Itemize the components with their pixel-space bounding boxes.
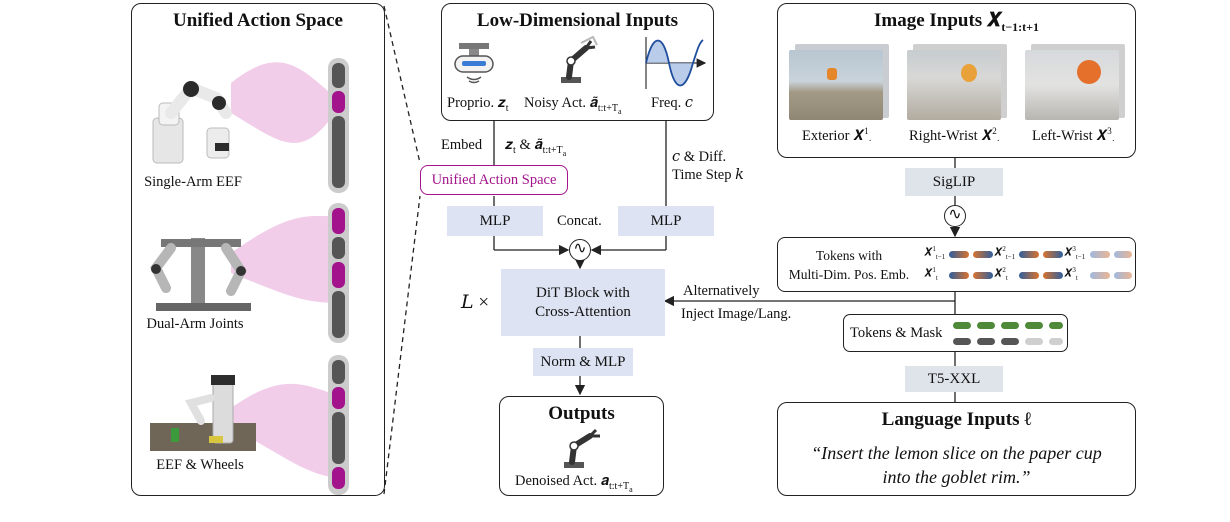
single-arm-robot-image — [152, 80, 232, 164]
panel-title: Unified Action Space — [173, 10, 343, 31]
panel-title: Low-Dimensional Inputs — [476, 10, 679, 31]
robot-arm-icon — [561, 35, 598, 83]
single-arm-label: Single-Arm EEF — [144, 174, 242, 190]
unified-action-graphics — [150, 58, 349, 495]
exterior-label: Exterior 𝑿1· — [802, 126, 872, 146]
eef-wheels-robot-image — [150, 375, 256, 451]
sine-wave-icon — [645, 37, 707, 89]
token-label-r2-3: 𝑿3t — [1064, 266, 1078, 282]
token-label-r2-1: 𝑿1t — [924, 266, 938, 282]
denoised-action-label: Denoised Act. 𝒂t:t+Ta — [515, 473, 633, 494]
l-times-label: 𝐿 × — [461, 292, 490, 313]
inject-label: Inject Image/Lang. — [681, 306, 792, 322]
embed-label: Embed — [441, 137, 483, 153]
dual-arm-label: Dual-Arm Joints — [146, 316, 244, 332]
outputs-panel: Outputs — [499, 396, 664, 496]
right-wrist-label: Right-Wrist 𝑿2· — [909, 126, 1000, 146]
instruction-text: “Insert the lemon slice on the paper cup… — [811, 443, 1102, 487]
concat-sum-icon: ∿ — [569, 239, 591, 261]
tokens-mask-label: Tokens & Mask — [850, 325, 943, 341]
unified-action-space-box: Unified Action Space — [420, 165, 568, 195]
c-diff-label: 𝑐 & Diff. Time Step 𝑘 — [672, 149, 744, 183]
language-inputs-panel: Language Inputs ℓ “Insert the lemon slic… — [777, 402, 1136, 496]
low-dim-icons — [454, 35, 707, 89]
token-label-r1-1: 𝑿1t−1 — [924, 245, 946, 261]
left-wrist-label: Left-Wrist 𝑿3· — [1032, 126, 1115, 146]
tokens-pos-emb-panel — [777, 237, 1136, 292]
siglip-box: SigLIP — [905, 168, 1003, 196]
panel-title: Language Inputs ℓ — [881, 409, 1032, 430]
panel-title: Image Inputs 𝑿t−1:t+1 — [873, 10, 1039, 34]
token-label-r1-3: 𝑿3t−1 — [1064, 245, 1086, 261]
token-grid — [949, 251, 1132, 279]
right-wrist-photo — [907, 50, 1001, 120]
fusion-icon: ∿ — [944, 205, 966, 227]
action-vector-dual-arm — [328, 203, 349, 343]
action-vector-eef-wheels — [328, 355, 349, 495]
concat-label: Concat. — [557, 213, 602, 229]
robot-arm-output-icon — [564, 428, 600, 468]
mlp-right-box: MLP — [618, 206, 714, 236]
mask-token-grid — [953, 322, 1063, 345]
noisy-action-label: Noisy Act. 𝒂̃t:t+Ta — [524, 95, 622, 116]
exterior-photo — [789, 50, 883, 120]
z-and-a-label: 𝒛t & 𝒂̃t:t+Ta — [505, 137, 567, 158]
freq-label: Freq. 𝑐 — [651, 95, 693, 111]
alternatively-label: Alternatively — [683, 283, 760, 299]
t5-xxl-box: T5-XXL — [905, 366, 1003, 392]
eef-wheels-label: EEF & Wheels — [156, 457, 244, 473]
proprio-sensor-icon — [454, 43, 494, 84]
token-label-r1-2: 𝑿2t−1 — [994, 245, 1016, 261]
norm-mlp-box: Norm & MLP — [533, 348, 633, 376]
left-wrist-photo — [1025, 50, 1119, 120]
tokens-pos-emb-label: Tokens with Multi-Dim. Pos. Emb. — [788, 248, 910, 282]
dual-arm-robot-image — [150, 238, 251, 311]
mlp-left-box: MLP — [447, 206, 543, 236]
dit-block-box: DiT Block with Cross-Attention — [501, 269, 665, 336]
panel-title: Outputs — [548, 403, 615, 424]
action-vector-single-arm — [328, 58, 349, 193]
token-label-r2-2: 𝑿2t — [994, 266, 1008, 282]
tokens-mask-panel — [843, 314, 1068, 352]
proprio-label: Proprio. 𝒛t — [447, 95, 509, 114]
